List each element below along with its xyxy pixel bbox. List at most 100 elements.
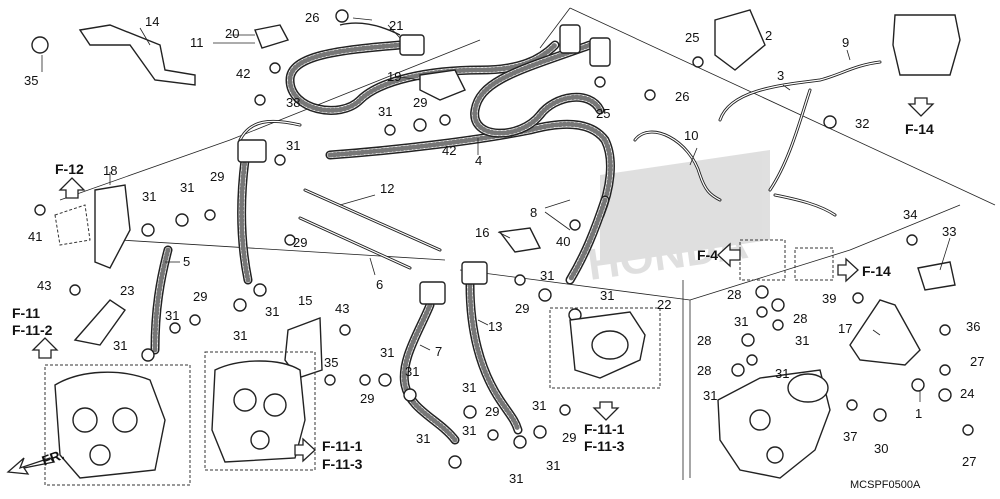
bolt-26b (644, 89, 656, 101)
bolt-43a (69, 284, 81, 296)
washer-31o (538, 288, 552, 302)
bolt-29b (284, 234, 296, 246)
bolt-39 (852, 292, 864, 304)
callout-42-a: 42 (236, 66, 250, 81)
callout-38: 38 (286, 95, 300, 110)
bolt-40 (569, 219, 581, 231)
callout-17: 17 (838, 321, 852, 336)
bolt-29g (514, 274, 526, 286)
arrow-right-f111a (294, 437, 316, 463)
ref-f11-3-right: F-11-3 (584, 438, 625, 454)
callout-29-b: 29 (413, 95, 427, 110)
callout-25-b: 25 (596, 106, 610, 121)
brake-hoses (150, 40, 615, 445)
washer-31a (384, 124, 396, 136)
bolts (31, 9, 974, 469)
callout-31-i: 31 (380, 345, 394, 360)
callout-28-d: 28 (697, 363, 711, 378)
bracket-2 (714, 9, 766, 71)
fittings (73, 9, 961, 379)
bolt-41 (34, 204, 46, 216)
callout-8: 8 (530, 205, 537, 220)
callout-29-c: 29 (293, 235, 307, 250)
washer-31g (169, 322, 181, 334)
bolt-38 (254, 94, 266, 106)
callout-2: 2 (765, 28, 772, 43)
callout-41: 41 (28, 229, 42, 244)
ref-f11-1-right: F-11-1 (584, 421, 625, 437)
callout-43-a: 43 (37, 278, 51, 293)
callout-31-v: 31 (775, 366, 789, 381)
callout-18: 18 (103, 163, 117, 178)
valve-9 (892, 14, 961, 76)
callout-27-b: 27 (962, 454, 976, 469)
pipe-3a (718, 60, 882, 122)
abs-modulator (717, 369, 831, 479)
arrow-up-f12 (58, 177, 86, 199)
ref-f4: F-4 (697, 247, 718, 263)
ref-f12: F-12 (55, 161, 84, 177)
callout-15: 15 (298, 293, 312, 308)
callout-31-e: 31 (265, 304, 279, 319)
joint-top-b (559, 24, 581, 54)
washer-31f (253, 283, 267, 297)
callout-5: 5 (183, 254, 190, 269)
callout-10: 10 (684, 128, 698, 143)
callout-40: 40 (556, 234, 570, 249)
callout-31-q: 31 (734, 314, 748, 329)
bolt-35b (324, 374, 336, 386)
washer-31q (756, 306, 768, 318)
joint-top-c (589, 37, 611, 67)
arrow-up-f11 (31, 337, 59, 359)
callout-26-a: 26 (305, 10, 319, 25)
callout-27-a: 27 (970, 354, 984, 369)
bolt-37 (846, 399, 858, 411)
bracket-15 (284, 317, 323, 379)
bracket-20 (254, 24, 290, 49)
callout-29-h: 29 (562, 430, 576, 445)
bolt-29f (559, 404, 571, 416)
callout-19: 19 (387, 69, 401, 84)
bolt-28b (771, 298, 785, 312)
callout-31-r: 31 (795, 333, 809, 348)
callout-31-j: 31 (405, 364, 419, 379)
bolt-35-top (31, 36, 49, 54)
washer-1 (911, 378, 925, 392)
callout-31-b: 31 (286, 138, 300, 153)
ref-f11-1-left: F-11-1 (322, 438, 363, 454)
front-label: FR. (40, 446, 67, 469)
bracket-23 (73, 299, 126, 346)
bolt-42-top (269, 62, 281, 74)
callout-43-b: 43 (335, 301, 349, 316)
callout-29-e: 29 (360, 391, 374, 406)
joint-18 (94, 184, 131, 269)
ref-f11-3-left: F-11-3 (322, 456, 363, 472)
callout-31-l: 31 (416, 431, 430, 446)
joint-top-a (399, 34, 425, 56)
callout-26-b: 26 (675, 89, 689, 104)
washer-31e (233, 298, 247, 312)
callout-29-f: 29 (515, 301, 529, 316)
washer-31n (533, 425, 547, 439)
callout-36: 36 (966, 319, 980, 334)
callout-31-m: 31 (509, 471, 523, 486)
callout-39: 39 (822, 291, 836, 306)
brake-pipes (238, 60, 882, 270)
washer-31r (772, 319, 784, 331)
callout-22: 22 (657, 297, 671, 312)
bolt-28a (755, 285, 769, 299)
callout-28-a: 28 (727, 287, 741, 302)
callout-31-c: 31 (142, 189, 156, 204)
ref-f14-top: F-14 (905, 121, 934, 137)
washer-31s (746, 354, 758, 366)
bolt-29e (487, 429, 499, 441)
bolt-28c (741, 333, 755, 347)
ref-f14-right: F-14 (862, 263, 891, 279)
arrow-right-f14 (837, 257, 859, 283)
clip-32 (823, 115, 837, 129)
callout-3: 3 (777, 68, 784, 83)
callout-31-t: 31 (532, 398, 546, 413)
callout-28-c: 28 (697, 333, 711, 348)
callout-29-a: 29 (210, 169, 224, 184)
